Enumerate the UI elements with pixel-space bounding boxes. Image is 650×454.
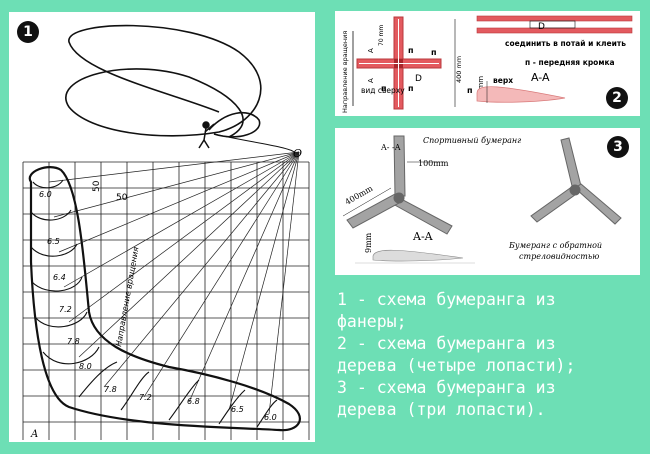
four-blade-drawing: Направление вращения 70 mm A A п п п п D… (341, 15, 633, 113)
dim-horizontal: 50 (116, 193, 128, 203)
panel-badge: 2 (606, 87, 628, 109)
section-curves (30, 179, 278, 428)
edge-legend: п - передняя кромка (525, 58, 615, 67)
dim-400: 400mm (344, 184, 375, 207)
legend-line: 2 - схема бумеранга из (337, 334, 556, 353)
legend-line: 3 - схема бумеранга из (337, 378, 556, 397)
section-marker: A- -A (380, 143, 401, 152)
plywood-boomerang-drawing: O A 50 50 Направление вращения 6.06.56.4… (22, 24, 310, 440)
rays (48, 151, 300, 415)
section-thickness-label: 7.8 (104, 385, 117, 394)
section-thickness-label: 7.2 (59, 305, 72, 314)
reverse-title-1: Бумеранг с обратной (508, 241, 602, 250)
grid (22, 161, 310, 440)
dim-400: 400 mm (455, 56, 463, 83)
thrower-figure (198, 121, 215, 149)
projection-ray (48, 151, 300, 183)
origin-label: O (293, 147, 302, 160)
projection-ray (78, 151, 300, 358)
dim-9: 9mm (364, 232, 373, 253)
sport-title: Спортивный бумеранг (423, 136, 521, 145)
section-thickness-label: 6.0 (264, 413, 277, 422)
section-thickness-label: 7.2 (139, 393, 152, 402)
section-title: A-A (412, 230, 434, 243)
projection-ray (188, 151, 300, 403)
edge-p-2: п (431, 48, 437, 57)
figure-legend: 1 - схема бумеранга из фанеры; 2 - схема… (337, 289, 637, 421)
rotation-label: Направление вращения (341, 31, 349, 113)
panel-four-blade: 2 Направление вращения 70 mm A A п п п п… (335, 11, 640, 116)
section-thickness-label: 6.5 (231, 405, 244, 414)
section-thickness-label: 8.0 (79, 362, 92, 371)
corner-label: A (30, 429, 38, 440)
dim-100: 100mm (418, 159, 449, 168)
section-thickness-label: 6.5 (47, 237, 60, 246)
legend-line: дерева (четыре лопасти); (337, 356, 576, 375)
edge-p-1: п (408, 46, 414, 55)
legend-line: фанеры; (337, 312, 407, 331)
dim-70: 70 mm (378, 25, 385, 46)
hub-d-label: D (415, 74, 422, 84)
legend-line: дерева (три лопасти). (337, 400, 546, 419)
section-a-top: A (367, 48, 375, 53)
airfoil-section (372, 249, 464, 262)
view-label: вид сверху (361, 86, 405, 95)
projection-ray (268, 151, 300, 415)
section-a-bottom: A (367, 78, 375, 83)
panel-badge: 1 (17, 21, 39, 43)
sport-boomerang (346, 135, 453, 235)
edge-p-3: п (408, 84, 414, 93)
projection-ray (63, 151, 300, 288)
legend-line: 1 - схема бумеранга из (337, 290, 556, 309)
projection-ray (53, 151, 300, 218)
projection-ray (58, 151, 300, 253)
section-thickness-label: 7.8 (67, 337, 80, 346)
section-thickness-labels: 6.0 6.5 6.4 7.2 7.8 8.0 7.8 7.2 6.8 6.5 6.0 (39, 190, 277, 422)
panel-three-blade: 3 Спортивный бумеранг A- -A 100mm 400mm … (335, 128, 640, 275)
reverse-title-2: стреловидностью (519, 252, 599, 261)
section-title: A-A (531, 71, 550, 84)
projection-ray (228, 151, 300, 411)
flight-path (65, 24, 295, 153)
dim-vertical: 50 (92, 180, 102, 192)
edge-p-section: п (467, 86, 473, 95)
projection-ray (103, 151, 300, 388)
reverse-swept-boomerang (530, 137, 622, 225)
dim-7: 7mm (477, 76, 485, 94)
section-thickness-label: 6.4 (53, 273, 66, 282)
joint-d-label: D (538, 22, 545, 32)
section-thickness-label: 6.8 (187, 397, 200, 406)
panel-badge: 3 (607, 136, 629, 158)
glue-label: соединить в потай и клеить (505, 39, 626, 48)
projection-ray (143, 151, 300, 398)
airfoil-section (476, 86, 566, 103)
edge-p-4: п (381, 84, 387, 93)
joint-diagram (476, 15, 633, 34)
panel-plywood-boomerang: 1 (9, 12, 315, 442)
dim-400-line (342, 187, 392, 217)
boomerang-outline (28, 165, 301, 432)
projection-ray (68, 151, 300, 323)
three-blade-drawing: Спортивный бумеранг A- -A 100mm 400mm 9m… (342, 135, 622, 264)
cross-boomerang (356, 16, 442, 110)
section-thickness-label: 6.0 (39, 190, 52, 199)
top-label: верх (493, 76, 513, 85)
